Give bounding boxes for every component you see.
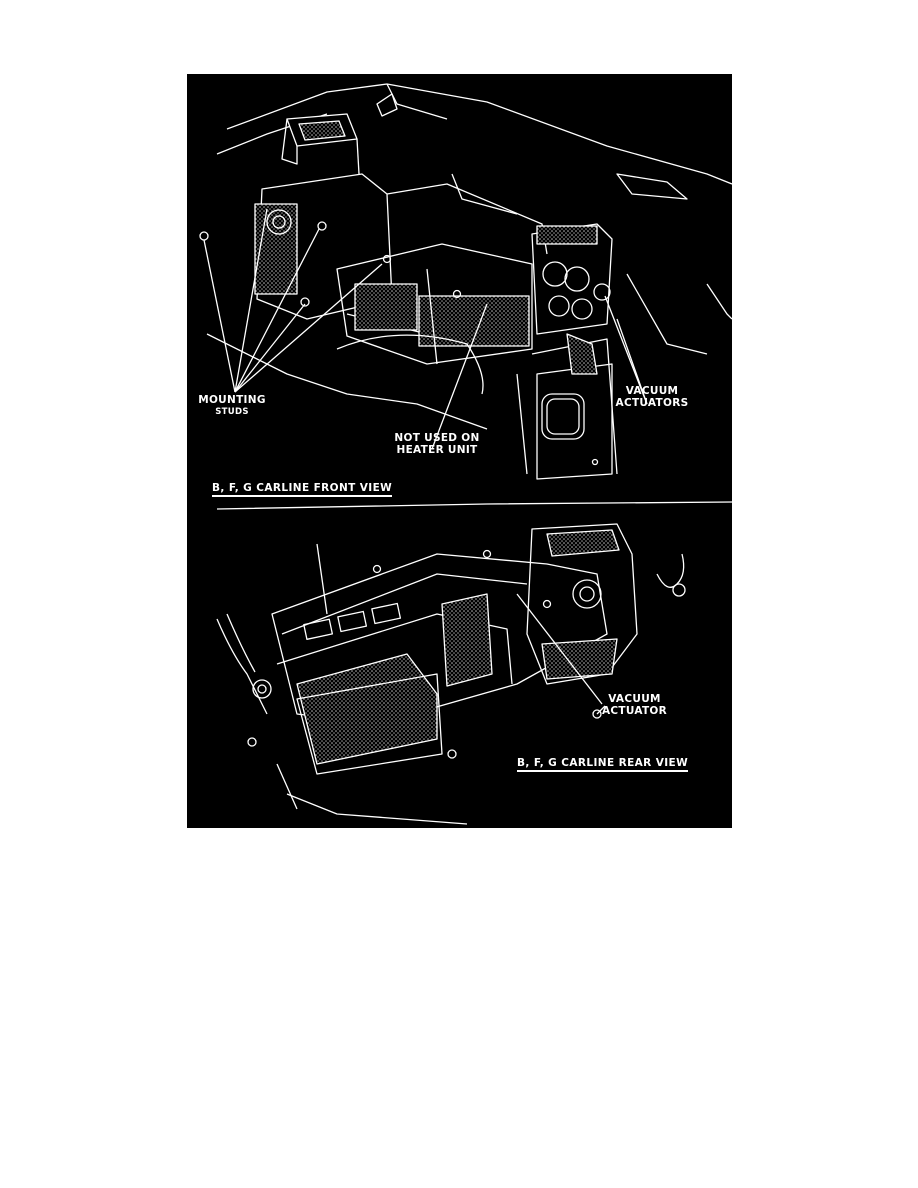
rear-view-caption: B, F, G CARLINE REAR VIEW (517, 757, 689, 772)
vacuum-actuator-line2: ACTUATOR (601, 705, 668, 717)
vacuum-actuators-line2: ACTUATORS (615, 397, 689, 409)
illustration-panel: MOUNTING STUDS VACUUM ACTUATORS NOT USED… (187, 74, 732, 828)
mounting-label-line2: STUDS (215, 407, 249, 417)
rear-view-drawing (216, 501, 732, 825)
mounting-label-line1: MOUNTING (198, 394, 266, 406)
vacuum-actuators-line1: VACUUM (625, 385, 679, 397)
not-used-label: NOT USED ON HEATER UNIT (382, 432, 492, 456)
not-used-line1: NOT USED ON (394, 432, 480, 444)
vacuum-actuator-line1: VACUUM (608, 693, 661, 705)
mounting-label: MOUNTING STUDS (187, 394, 277, 418)
vacuum-actuator-label: VACUUM ACTUATOR (587, 693, 682, 717)
front-view-drawing (199, 83, 732, 480)
vacuum-actuators-label: VACUUM ACTUATORS (602, 385, 702, 409)
heater-unit-drawing (199, 83, 732, 825)
front-view-caption: B, F, G CARLINE FRONT VIEW (212, 482, 393, 497)
not-used-line2: HEATER UNIT (396, 444, 478, 456)
